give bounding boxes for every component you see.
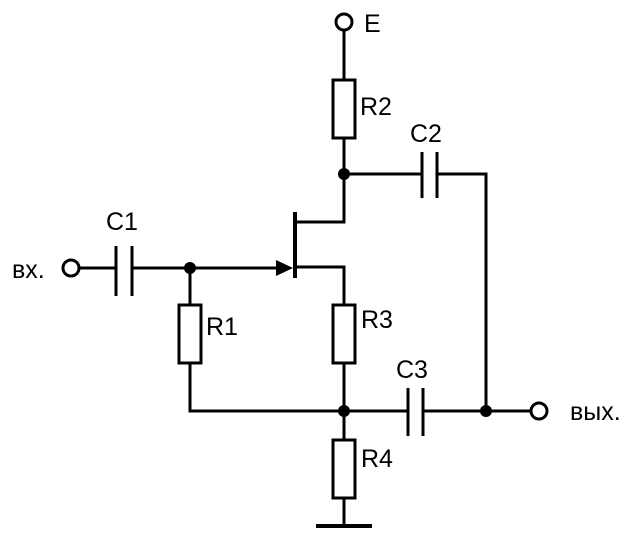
capacitor-c1 [114, 246, 134, 296]
junction-gate [184, 262, 196, 274]
junction-drain [338, 168, 350, 180]
label-r4: R4 [361, 445, 393, 473]
label-r2: R2 [360, 93, 392, 121]
label-output: вых. [570, 398, 621, 426]
junction-output [480, 405, 492, 417]
label-r1: R1 [206, 313, 238, 341]
label-c3: C3 [396, 356, 428, 384]
supply-terminal [334, 12, 354, 32]
input-terminal [61, 258, 81, 278]
transistor-vt1 [276, 212, 297, 278]
capacitor-c2 [420, 152, 439, 198]
resistor-r3 [331, 303, 357, 365]
gate-arrow-icon [276, 260, 293, 276]
label-supply: E [364, 10, 381, 38]
junction-bottom [338, 405, 350, 417]
resistor-r1 [177, 303, 203, 365]
output-terminal [529, 401, 549, 421]
capacitor-c3 [406, 388, 425, 436]
label-c2: C2 [410, 120, 442, 148]
resistor-r4 [331, 438, 357, 500]
wires [78, 28, 532, 528]
resistor-r2 [331, 78, 357, 140]
label-r3: R3 [361, 306, 393, 334]
label-input: вх. [12, 256, 45, 284]
label-c1: C1 [106, 208, 138, 236]
